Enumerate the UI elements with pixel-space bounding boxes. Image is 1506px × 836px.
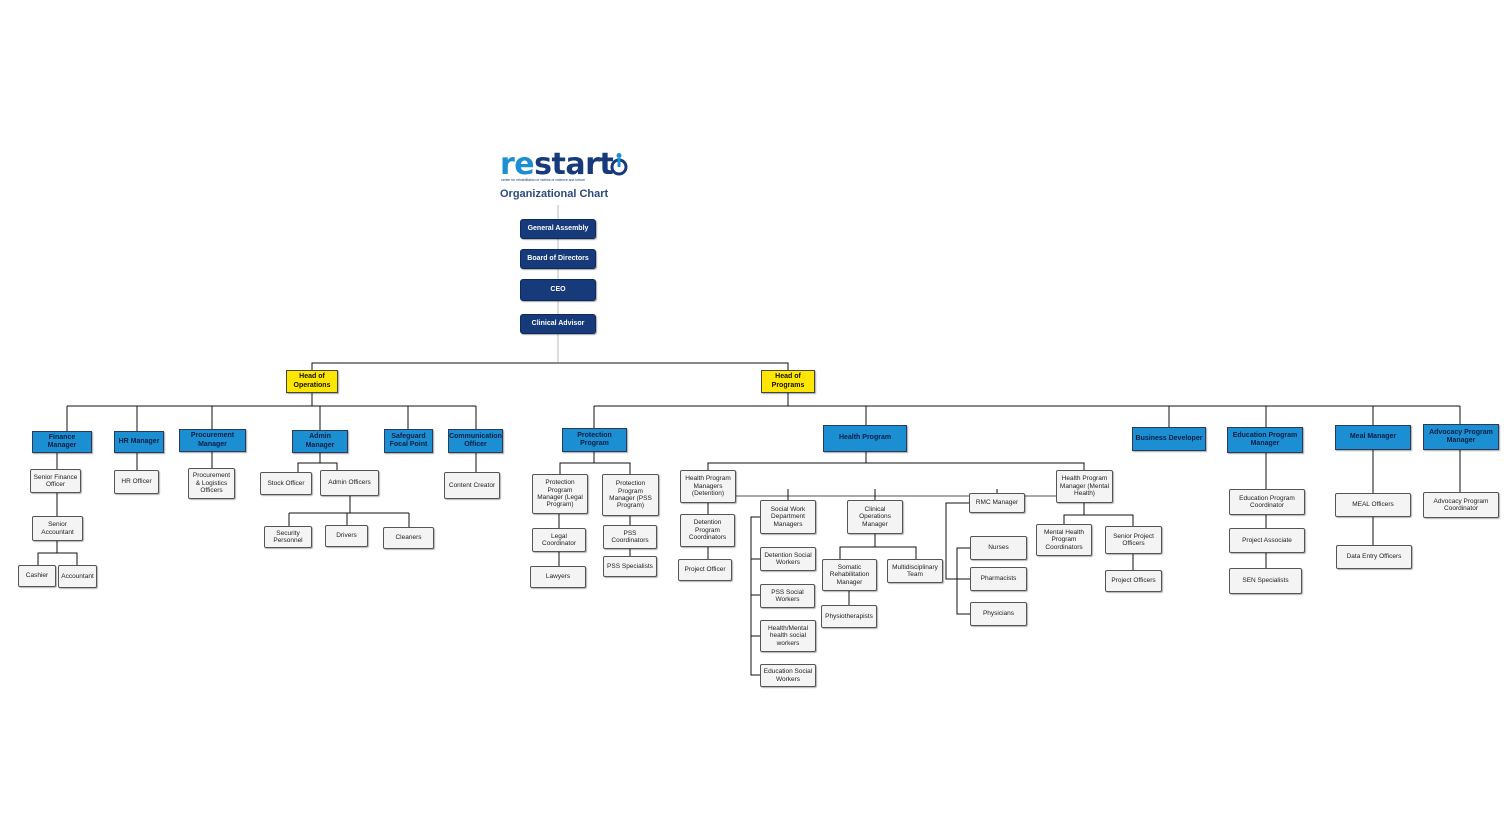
- node-senior-accountant: Senior Accountant: [32, 516, 83, 541]
- node-board-of-directors: Board of Directors: [520, 249, 596, 269]
- node-social-work-department-managers: Social Work Department Managers: [760, 500, 816, 534]
- power-person-icon: [610, 153, 628, 176]
- node-content-creator: Content Creator: [444, 472, 500, 499]
- node-multidisciplinary-team: Multidisciplinary Team: [887, 559, 943, 583]
- node-ppm-legal: Protection Program Manager (Legal Progra…: [532, 474, 588, 514]
- node-sen-specialists: SEN Specialists: [1229, 568, 1302, 594]
- logo-wordmark: restart: [500, 147, 614, 182]
- node-physicians: Physicians: [970, 602, 1027, 626]
- node-general-assembly: General Assembly: [520, 219, 596, 239]
- node-pss-specialists: PSS Specialists: [603, 556, 657, 577]
- node-business-developer: Business Developer: [1132, 427, 1206, 451]
- node-finance-manager: Finance Manager: [32, 431, 92, 453]
- node-security-personnel: Security Personnel: [264, 526, 312, 548]
- node-drivers: Drivers: [325, 525, 368, 547]
- node-safeguard-focal-point: Safeguard Focal Point: [384, 429, 433, 453]
- node-pharmacists: Pharmacists: [970, 567, 1027, 591]
- node-health-mental-social-workers: Health/Mental health social workers: [760, 620, 816, 652]
- node-project-officers: Project Officers: [1105, 570, 1162, 592]
- node-advocacy-program-coordinator: Advocacy Program Coordinator: [1423, 492, 1499, 518]
- node-project-associate: Project Associate: [1229, 528, 1305, 553]
- logo-re-text: re: [500, 147, 535, 182]
- node-mental-health-program-coordinators: Mental Health Program Coordinators: [1036, 524, 1092, 556]
- node-health-program: Health Program: [823, 425, 907, 452]
- node-ppm-pss: Protection Program Manager (PSS Program): [602, 474, 659, 516]
- node-pss-coordinators: PSS Coordinators: [603, 525, 657, 549]
- node-meal-manager: Meal Manager: [1335, 425, 1411, 450]
- node-admin-manager: Admin Manager: [292, 430, 348, 453]
- restart-logo: restart center for rehabilitation of vic…: [500, 150, 640, 202]
- logo-tagline: center for rehabilitation of victims of …: [501, 178, 586, 182]
- node-detention-social-workers: Detention Social Workers: [760, 547, 816, 571]
- node-hpm-mental-health: Health Program Manager (Mental Health): [1056, 470, 1113, 503]
- node-physiotherapists: Physiotherapists: [821, 605, 877, 628]
- node-senior-project-officers: Senior Project Officers: [1105, 526, 1162, 554]
- node-procurement-logistics-officers: Procurement & Logistics Officers: [188, 468, 235, 499]
- node-rmc-manager: RMC Manager: [969, 493, 1025, 513]
- node-cashier: Cashier: [18, 565, 56, 587]
- node-clinical-advisor: Clinical Advisor: [520, 314, 596, 334]
- node-admin-officers: Admin Officers: [320, 470, 379, 496]
- node-education-program-coordinator: Education Program Coordinator: [1229, 489, 1305, 515]
- node-advocacy-program-manager: Advocacy Program Manager: [1423, 424, 1499, 450]
- node-accountant: Accountant: [58, 565, 97, 588]
- node-hpm-detention: Health Program Managers (Detention): [680, 470, 736, 503]
- node-lawyers: Lawyers: [530, 566, 586, 588]
- logo-start-text: start: [534, 147, 614, 182]
- node-education-social-workers: Education Social Workers: [760, 664, 816, 687]
- node-senior-finance-officer: Senior Finance Officer: [30, 469, 81, 493]
- node-legal-coordinator: Legal Coordinator: [532, 528, 586, 552]
- node-head-of-operations: Head of Operations: [286, 370, 338, 393]
- node-clinical-operations-manager: Clinical Operations Manager: [847, 500, 903, 534]
- node-cleaners: Cleaners: [383, 527, 434, 549]
- node-education-program-manager: Education Program Manager: [1227, 427, 1303, 453]
- node-protection-program: Protection Program: [562, 428, 627, 452]
- node-stock-officer: Stock Officer: [260, 472, 312, 495]
- node-project-officer: Project Officer: [678, 559, 732, 581]
- node-head-of-programs: Head of Programs: [761, 370, 815, 393]
- node-somatic-rehabilitation-manager: Somatic Rehabilitation Manager: [822, 559, 877, 591]
- node-ceo: CEO: [520, 279, 596, 301]
- chart-title: Organizational Chart: [500, 188, 609, 200]
- node-communication-officer: Communication Officer: [448, 429, 503, 453]
- node-procurement-manager: Procurement Manager: [179, 429, 246, 452]
- node-data-entry-officers: Data Entry Officers: [1336, 545, 1412, 569]
- node-meal-officers: MEAL Officers: [1335, 493, 1411, 517]
- node-hr-officer: HR Officer: [114, 470, 159, 494]
- node-detention-program-coordinators: Detention Program Coordinators: [680, 514, 735, 547]
- node-nurses: Nurses: [970, 536, 1027, 560]
- node-hr-manager: HR Manager: [114, 431, 164, 453]
- node-pss-social-workers: PSS Social Workers: [760, 584, 815, 608]
